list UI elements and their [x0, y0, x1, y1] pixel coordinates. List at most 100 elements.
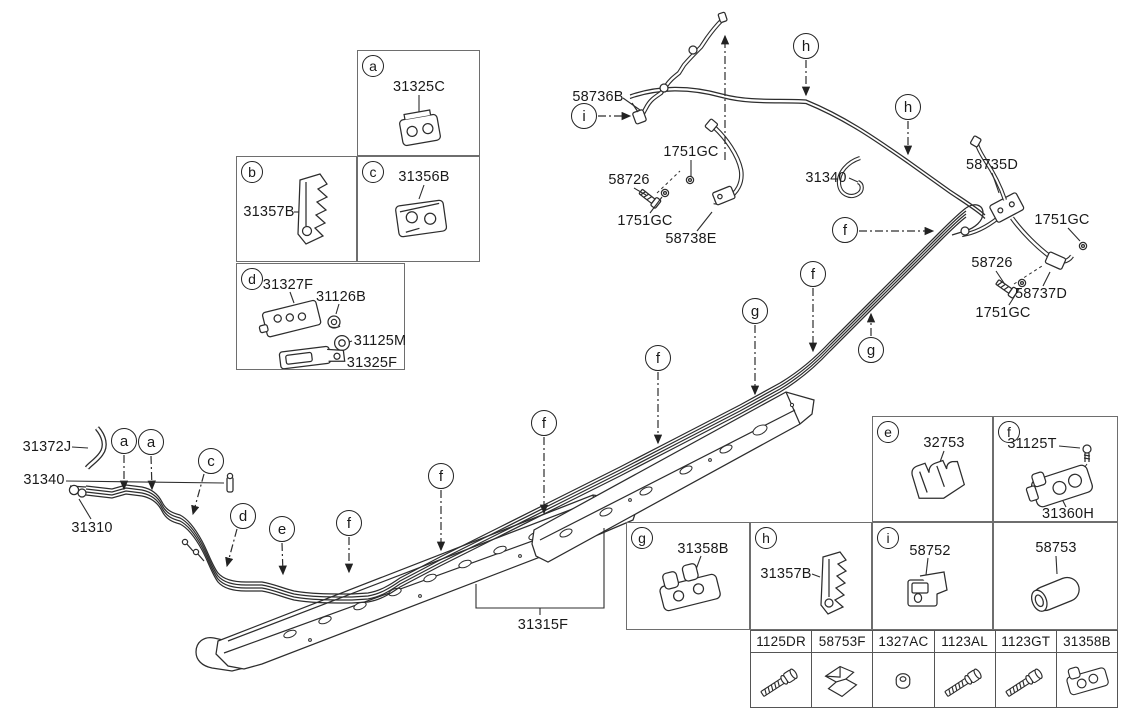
inset-box-58753: [993, 522, 1118, 630]
part-label-31356B[interactable]: 31356B: [398, 169, 450, 185]
inset-letter-c: c: [362, 161, 384, 183]
bracket-icon-31325F: [278, 345, 346, 370]
hose-31372J-icon: [87, 428, 104, 468]
fastener-label-31358B[interactable]: 31358B: [1056, 631, 1118, 653]
part-label-58736B[interactable]: 58736B: [572, 89, 624, 105]
bleeder-connectors: [181, 538, 205, 562]
callout-g-1[interactable]: g: [742, 298, 768, 324]
part-label-31310[interactable]: 31310: [71, 520, 113, 536]
sill-panel-front: [195, 494, 637, 672]
part-label-1751GC-right-upper[interactable]: 1751GC: [1034, 212, 1090, 228]
inset-box-i: i: [872, 522, 993, 630]
part-label-31340-left[interactable]: 31340: [23, 472, 65, 488]
callout-f-4[interactable]: f: [645, 345, 671, 371]
bolt-icon: [760, 668, 798, 697]
clip-icon-31357B-h: [820, 551, 848, 615]
fastener-cell-1123AL[interactable]: 1123AL: [933, 631, 995, 707]
callout-g-2[interactable]: g: [858, 337, 884, 363]
callout-h-2[interactable]: h: [895, 94, 921, 120]
callout-d[interactable]: d: [230, 503, 256, 529]
clip-icon-31356B: [395, 199, 448, 238]
part-label-58726-left[interactable]: 58726: [608, 172, 650, 188]
part-label-31357B-b[interactable]: 31357B: [243, 204, 295, 220]
part-label-1751GC-top[interactable]: 1751GC: [663, 144, 719, 160]
clip-icon-31325C: [399, 109, 441, 147]
part-label-31126B[interactable]: 31126B: [315, 289, 367, 305]
part-label-31357B-h[interactable]: 31357B: [760, 566, 812, 582]
callout-f-6[interactable]: f: [832, 217, 858, 243]
callout-leaders: [119, 34, 935, 576]
callout-a-1[interactable]: a: [111, 428, 137, 454]
hose-58738E: [704, 118, 742, 206]
part-label-1751GC-right-lower[interactable]: 1751GC: [975, 305, 1031, 321]
inset-box-f: f: [993, 416, 1118, 522]
bolt-icon: [1005, 668, 1043, 697]
inset-letter-e: e: [877, 421, 899, 443]
part-label-58752[interactable]: 58752: [909, 543, 951, 559]
part-label-32753[interactable]: 32753: [923, 435, 965, 451]
inset-box-b: b: [236, 156, 357, 262]
fastener-cell-58753F[interactable]: 58753F: [811, 631, 873, 707]
sill-panel-rear: [531, 391, 815, 563]
fastener-cell-1123GT[interactable]: 1123GT: [994, 631, 1056, 707]
fastener-cell-1125DR[interactable]: 1125DR: [751, 631, 812, 707]
callout-f-2[interactable]: f: [428, 463, 454, 489]
part-label-31325F[interactable]: 31325F: [346, 355, 398, 371]
callout-e[interactable]: e: [269, 516, 295, 542]
fastener-label-58753F[interactable]: 58753F: [812, 631, 873, 653]
part-label-31360H[interactable]: 31360H: [1042, 506, 1094, 522]
fitting-31310: [68, 484, 87, 498]
fastener-cell-31358B[interactable]: 31358B: [1055, 631, 1118, 707]
clip-icon-58752: [907, 571, 948, 607]
fastener-cell-1327AC[interactable]: 1327AC: [872, 631, 934, 707]
fastener-label-1327AC[interactable]: 1327AC: [873, 631, 934, 653]
sleeve-icon-58753: [1030, 576, 1080, 612]
clip-icon-32753: [911, 459, 966, 499]
inset-box-c: c: [357, 156, 480, 262]
bolt-58726-left-icon: [638, 189, 662, 209]
fastener-label-1125DR[interactable]: 1125DR: [751, 631, 812, 653]
callout-h-1[interactable]: h: [793, 33, 819, 59]
callout-f-3[interactable]: f: [531, 410, 557, 436]
clamp-icon-31358B-g: [659, 563, 721, 612]
inset-letter-b: b: [241, 161, 263, 183]
part-label-1751GC-mid[interactable]: 1751GC: [617, 213, 673, 229]
part-label-58738E[interactable]: 58738E: [665, 231, 717, 247]
bolt-icon: [944, 668, 982, 697]
inset-letter-h: h: [755, 527, 777, 549]
part-label-58735D[interactable]: 58735D: [966, 157, 1018, 173]
inset-box-g: g: [626, 522, 750, 630]
part-label-31340-top[interactable]: 31340: [805, 170, 847, 186]
inset-letter-a: a: [362, 55, 384, 77]
part-label-31325C[interactable]: 31325C: [393, 79, 445, 95]
nut-icon: [896, 673, 911, 689]
callout-f-1[interactable]: f: [336, 510, 362, 536]
part-label-58753[interactable]: 58753: [1035, 540, 1077, 556]
fastener-label-1123AL[interactable]: 1123AL: [934, 631, 995, 653]
part-label-31125T[interactable]: 31125T: [1007, 436, 1057, 452]
clamp-icon-31360H: [1025, 464, 1093, 508]
part-label-58737D[interactable]: 58737D: [1015, 286, 1067, 302]
inset-letter-i: i: [877, 527, 899, 549]
label-leaders: [65, 95, 1081, 615]
part-label-58726-right[interactable]: 58726: [971, 255, 1013, 271]
callout-i[interactable]: i: [571, 103, 597, 129]
part-label-31315F[interactable]: 31315F: [517, 617, 569, 633]
bolt-58726-right-icon: [995, 279, 1019, 299]
part-label-31372J[interactable]: 31372J: [22, 439, 72, 455]
inset-letter-g: g: [631, 527, 653, 549]
grommet-icon-31126B: [327, 315, 341, 329]
part-label-31125M[interactable]: 31125M: [353, 333, 407, 349]
part-label-31327F[interactable]: 31327F: [262, 277, 314, 293]
screw-icon-31125T: [1082, 444, 1092, 462]
fastener-label-1123GT[interactable]: 1123GT: [995, 631, 1056, 653]
part-label-31358B-g[interactable]: 31358B: [677, 541, 729, 557]
protector-icon-31327F: [258, 299, 322, 338]
callout-c[interactable]: c: [198, 448, 224, 474]
inset-letter-f: f: [998, 421, 1020, 443]
grommet-icon-31125M: [333, 334, 351, 352]
inset-box-a: a: [357, 50, 480, 156]
washer-1751GC-icons-left: [660, 175, 695, 198]
callout-a-2[interactable]: a: [138, 429, 164, 455]
callout-f-5[interactable]: f: [800, 261, 826, 287]
